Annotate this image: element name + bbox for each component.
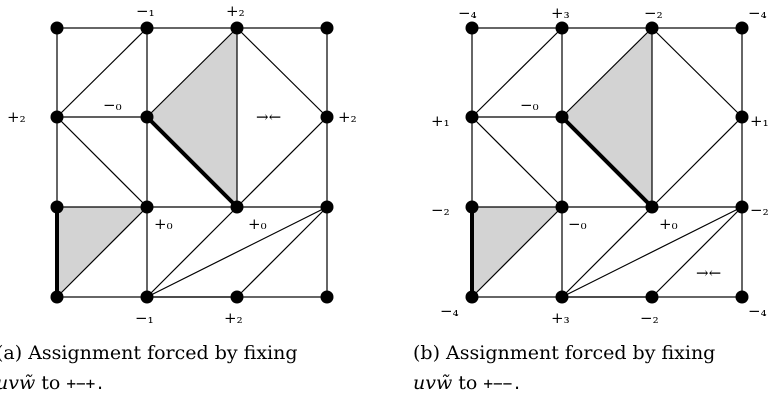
label: +₁ (750, 112, 769, 130)
label: −₀ (520, 96, 539, 114)
label: +₂ (226, 2, 245, 20)
caption-a-code: +−+. (66, 374, 105, 393)
label: −₂ (640, 309, 659, 327)
label: −₄ (748, 4, 767, 22)
label: +₂ (224, 309, 243, 327)
caption-a: (a) Assignment forced by fixing uvw̃ to … (0, 338, 298, 399)
label: +₀ (659, 215, 678, 233)
caption-a-vars: uvw̃ (0, 372, 36, 394)
grid-edges (471, 27, 743, 298)
caption-a-line2: uvw̃ to +−+. (0, 368, 298, 399)
label: −₄ (458, 4, 477, 22)
vertex-labels-a: −₁ +₂ +₂ −₀ →← +₂ +₀ +₀ −₁ +₂ (7, 2, 357, 327)
caption-b-line1: (b) Assignment forced by fixing (413, 342, 716, 364)
caption-b-vars: uvw̃ (413, 372, 453, 394)
label: →← (696, 264, 721, 282)
bold-edges (470, 115, 654, 297)
label: +₂ (7, 108, 26, 126)
label: −₂ (644, 4, 663, 22)
caption-a-to: to (41, 372, 61, 394)
label: −₀ (103, 96, 122, 114)
grid-edges (56, 27, 328, 298)
bold-edges (55, 115, 239, 297)
vertices (465, 21, 749, 304)
caption-a-line1: (a) Assignment forced by fixing (0, 342, 298, 364)
label: +₃ (551, 4, 570, 22)
diagram-b: −₄ +₃ −₂ −₄ +₁ −₀ +₁ −₂ −₀ +₀ −₂ →← −₄ +… (431, 4, 769, 327)
label: +₁ (431, 112, 450, 130)
label: −₂ (750, 201, 769, 219)
label: −₁ (136, 2, 155, 20)
caption-b-to: to (458, 372, 478, 394)
label: −₂ (431, 201, 450, 219)
shaded-triangle-top (147, 28, 237, 207)
vertices (50, 21, 334, 304)
vertex-labels-b: −₄ +₃ −₂ −₄ +₁ −₀ +₁ −₂ −₀ +₀ −₂ →← −₄ +… (431, 4, 769, 327)
label: +₃ (551, 309, 570, 327)
label: +₂ (338, 108, 357, 126)
caption-b-code: +−−. (483, 374, 522, 393)
caption-b-line2: uvw̃ to +−−. (413, 368, 715, 399)
label: +₀ (248, 215, 267, 233)
label: +₀ (154, 215, 173, 233)
label: −₄ (440, 302, 459, 320)
label: −₁ (135, 309, 154, 327)
label: −₀ (568, 215, 587, 233)
caption-b: (b) Assignment forced by fixing uvw̃ to … (413, 338, 715, 399)
diagram-a: −₁ +₂ +₂ −₀ →← +₂ +₀ +₀ −₁ +₂ (7, 2, 357, 327)
label: −₄ (748, 302, 767, 320)
shaded-triangle-top (562, 28, 652, 207)
label: →← (256, 108, 281, 126)
